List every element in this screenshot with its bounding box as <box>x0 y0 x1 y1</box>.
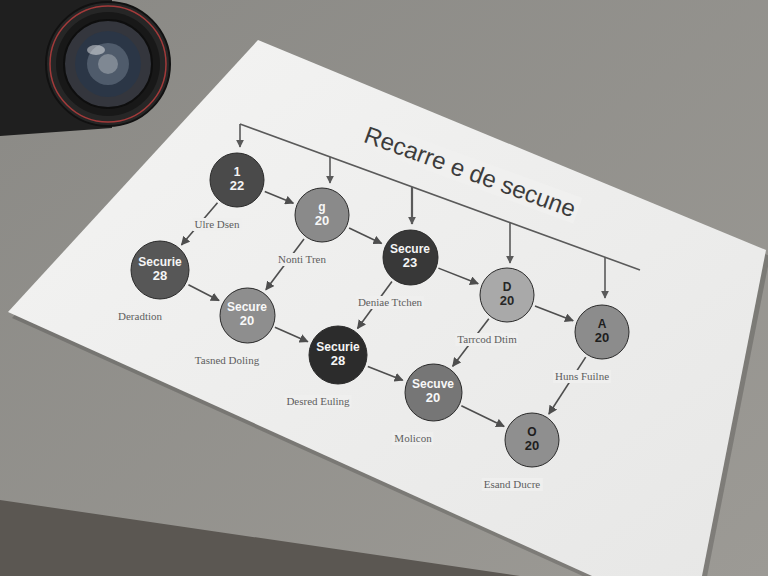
flow-arrow <box>461 406 504 427</box>
node-number: 28 <box>331 354 345 368</box>
node-heading: D <box>503 281 512 294</box>
flow-arrow <box>265 191 294 203</box>
node-caption: Molicon <box>392 432 433 445</box>
node-caption: Nonti Tren <box>276 253 328 266</box>
process-circle: A20Huns Fuilne <box>574 304 630 360</box>
flow-arrow <box>275 327 308 341</box>
node-heading: Securie <box>138 256 181 269</box>
flow-arrow <box>349 228 381 244</box>
camera-lens <box>0 0 170 136</box>
lens-barrel <box>46 2 170 126</box>
circle-fill <box>575 305 629 359</box>
lens-ring <box>56 12 160 116</box>
circle-fill <box>295 188 349 242</box>
circle-fill <box>383 230 438 285</box>
lens-ring <box>50 6 166 122</box>
circle-fill <box>505 413 559 467</box>
title-anchor: Recarre e de secune <box>358 120 583 225</box>
node-heading: Secure <box>390 243 430 256</box>
bus-drop <box>509 222 511 263</box>
bus-drop <box>604 257 606 298</box>
node-caption: Esand Ducre <box>482 478 543 491</box>
process-circle: Secure20Tasned Doling <box>219 287 276 344</box>
bus-drop <box>239 124 241 147</box>
caption-anchor: Deniae Ttchen <box>356 292 424 310</box>
node-number: 22 <box>230 179 244 193</box>
node-caption: Tasned Doling <box>193 354 261 367</box>
node-heading: A <box>598 318 607 331</box>
caption-anchor: Ulre Dsen <box>193 214 242 232</box>
node-caption: Tarrcod Dtim <box>455 333 518 346</box>
node-number: 20 <box>315 214 329 228</box>
flow-arrow <box>438 268 478 284</box>
node-heading: O <box>527 426 536 439</box>
node-number: 20 <box>426 391 440 405</box>
process-circle: D20Tarrcod Dtim <box>479 267 535 323</box>
process-circle: Securie28Deradtion <box>130 240 190 300</box>
node-number: 28 <box>153 269 167 283</box>
node-caption: Ulre Dsen <box>193 218 242 231</box>
flow-arrow <box>549 357 586 414</box>
node-number: 20 <box>240 314 254 328</box>
circle-fill <box>131 241 189 299</box>
process-circle: Secuve20Molicon <box>404 363 463 422</box>
circle-fill <box>309 326 367 384</box>
caption-anchor: Molicon <box>392 428 433 446</box>
caption-anchor: Deradtion <box>116 306 164 324</box>
lens-highlight <box>87 45 105 55</box>
caption-anchor: Nonti Tren <box>276 249 328 267</box>
caption-anchor: Huns Fuilne <box>553 366 611 384</box>
node-caption: Deniae Ttchen <box>356 296 424 309</box>
lens-glass <box>98 54 118 74</box>
caption-anchor: Esand Ducre <box>482 474 543 492</box>
bus-drop <box>411 187 413 224</box>
bus-drop <box>329 157 331 183</box>
process-circle: Secure23Deniae Ttchen <box>382 229 439 286</box>
node-number: 23 <box>403 256 417 270</box>
process-circle: 122Ulre Dsen <box>209 152 265 208</box>
caption-anchor: Tarrcod Dtim <box>455 329 518 347</box>
node-heading: g <box>318 201 325 214</box>
lens-glass <box>64 20 152 108</box>
node-heading: Securie <box>316 341 359 354</box>
lens-glass <box>75 31 141 97</box>
node-heading: Secuve <box>412 378 454 391</box>
flow-arrow <box>368 367 403 381</box>
lens-glass <box>87 43 129 85</box>
flow-arrow <box>535 306 573 321</box>
process-circle: g20Nonti Tren <box>294 187 350 243</box>
node-number: 20 <box>500 294 514 308</box>
circle-fill <box>210 153 264 207</box>
process-circle: O20Esand Ducre <box>504 412 560 468</box>
node-caption: Huns Fuilne <box>553 370 611 383</box>
flow-arrow <box>188 285 219 301</box>
circle-fill <box>480 268 534 322</box>
node-number: 20 <box>525 439 539 453</box>
process-circle: Securie28Desred Euling <box>308 325 368 385</box>
node-heading: Secure <box>227 301 267 314</box>
node-number: 20 <box>595 331 609 345</box>
circle-fill <box>405 364 462 421</box>
diagram-title: Recarre e de secune <box>358 120 582 224</box>
node-caption: Desred Euling <box>284 395 351 408</box>
caption-anchor: Desred Euling <box>284 391 351 409</box>
circle-fill <box>220 288 275 343</box>
node-caption: Deradtion <box>116 310 164 323</box>
caption-anchor: Tasned Doling <box>193 350 261 368</box>
node-heading: 1 <box>234 166 241 179</box>
